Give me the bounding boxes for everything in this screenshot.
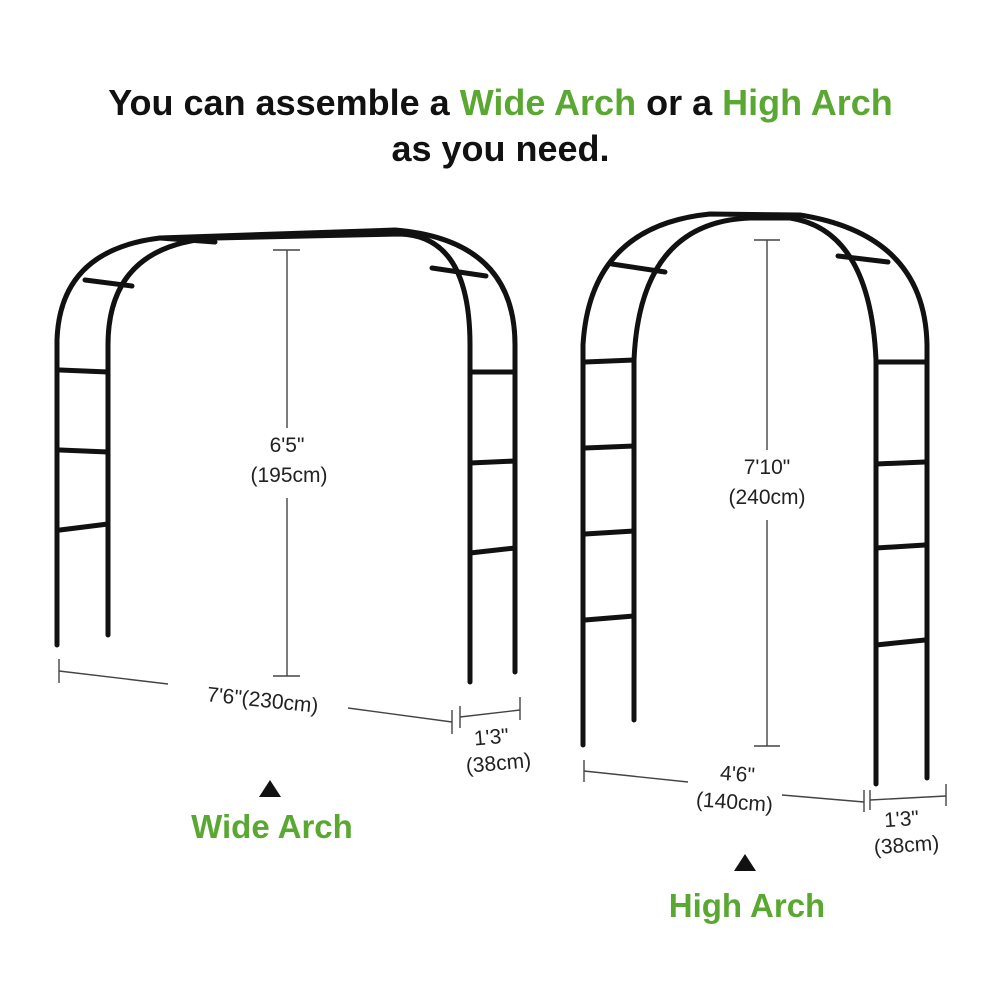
- wide-arch-depth-cm: (38cm): [465, 749, 532, 778]
- wide-arch-rung: [57, 447, 111, 455]
- headline: You can assemble a Wide Arch or a High A…: [0, 80, 1001, 172]
- wide-arch-rung: [57, 521, 111, 533]
- headline-line-2: as you need.: [391, 128, 610, 169]
- high-arch-width-ft: 4'6": [719, 762, 755, 787]
- high-arch-rung: [835, 253, 891, 265]
- high-arch-rung: [582, 357, 637, 365]
- wide-arch-pointer-icon: [259, 780, 281, 797]
- high-arch-depth-measure: [869, 784, 947, 810]
- wide-arch-back-frame: [54, 227, 518, 675]
- wide-arch-height-ft: 6'5": [270, 434, 305, 457]
- wide-arch-rung: [467, 458, 518, 466]
- headline-high-arch: High Arch: [722, 82, 893, 123]
- high-arch-height-cm: (240cm): [728, 486, 805, 509]
- high-arch-front-frame: [631, 215, 879, 787]
- high-arch-illustration: [580, 211, 930, 787]
- high-arch-width-cm: (140cm): [695, 788, 773, 816]
- wide-arch-front-frame: [105, 231, 473, 685]
- wide-arch-rung: [157, 235, 218, 245]
- headline-line-1: You can assemble a Wide Arch or a High A…: [0, 80, 1001, 126]
- headline-prefix: You can assemble a: [108, 82, 460, 123]
- headline-wide-arch: Wide Arch: [459, 82, 637, 123]
- wide-arch-rung: [467, 545, 518, 556]
- high-arch-rung: [873, 637, 928, 648]
- wide-arch-label: Wide Arch: [191, 808, 353, 845]
- high-arch-rung: [582, 528, 637, 537]
- wide-arch-illustration: [54, 227, 518, 685]
- high-arch-label: High Arch: [669, 887, 825, 924]
- wide-arch-height-cm: (195cm): [250, 464, 327, 487]
- wide-arch-depth-measure: [459, 697, 521, 728]
- high-arch-depth-cm: (38cm): [873, 832, 940, 860]
- wide-arch-rung: [82, 277, 135, 289]
- high-arch-width-measure: [583, 760, 865, 812]
- wide-arch-depth-ft: 1'3": [473, 725, 510, 751]
- wide-arch-width: 7'6"(230cm): [206, 683, 320, 718]
- wide-arch-rung: [429, 265, 489, 279]
- high-arch-depth-ft: 1'3": [883, 807, 919, 832]
- high-arch-rung: [873, 542, 928, 551]
- high-arch-height-measure: [754, 239, 780, 747]
- wide-arch-height-measure: [273, 249, 300, 677]
- high-arch-rung: [582, 443, 637, 451]
- high-arch-height-ft: 7'10": [744, 456, 791, 479]
- high-arch-pointer-icon: [734, 854, 756, 871]
- high-arch-rung: [609, 261, 668, 275]
- wide-arch-rung: [57, 367, 111, 375]
- wide-arch-width-measure: [58, 659, 453, 734]
- high-arch-rung: [873, 459, 928, 467]
- headline-middle: or a: [636, 82, 723, 123]
- high-arch-rung: [582, 613, 637, 623]
- high-arch-back-frame: [580, 211, 930, 781]
